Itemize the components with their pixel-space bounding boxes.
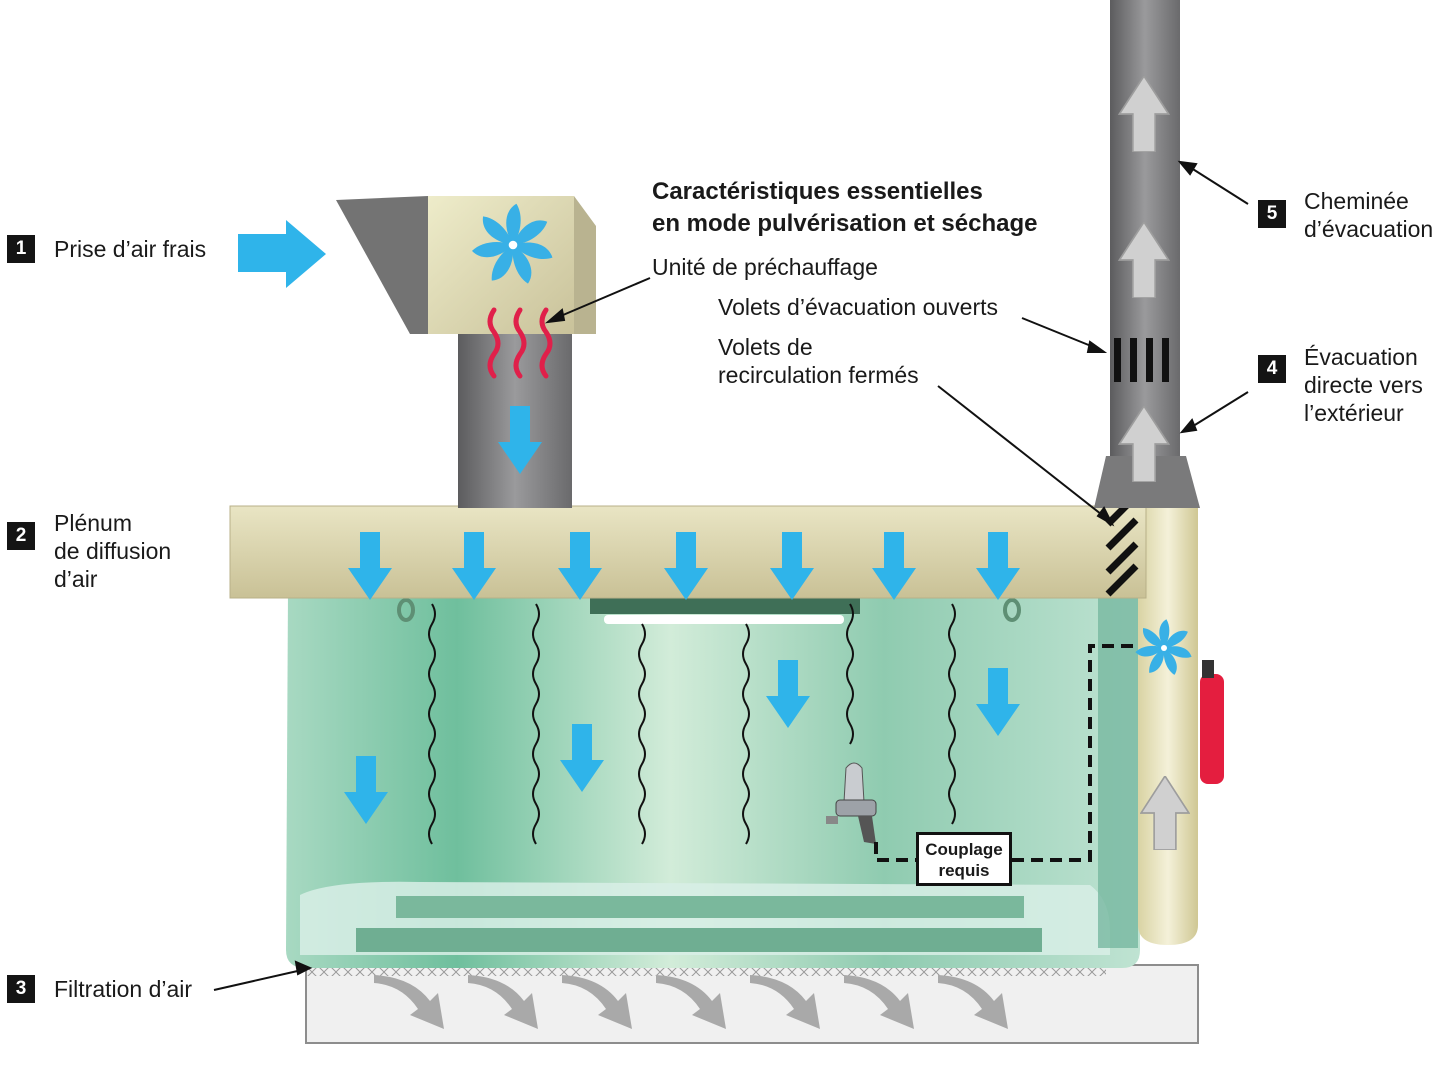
leader-lines (213, 160, 1249, 991)
callout-2-label-3: d’air (54, 566, 98, 592)
callout-2-label-2: de diffusion (54, 538, 172, 564)
couplage-line1: Couplage (925, 840, 1003, 859)
callout-5-badge: 5 (1258, 200, 1286, 228)
hook-right (1003, 598, 1021, 622)
light-tube (604, 615, 844, 624)
callout-5-label-2: d’évacuation (1304, 216, 1434, 242)
fresh-air-arrow (238, 220, 326, 288)
label-volets-evacuation: Volets d’évacuation ouverts (718, 294, 999, 320)
spray-gun (826, 762, 877, 844)
floor-grate-back (396, 896, 1024, 918)
label-volets-recirculation-1: Volets de (718, 334, 813, 360)
coupling-line (874, 644, 1134, 862)
heater-coils (487, 307, 553, 379)
diagram-heading-line2: en mode pulvérisation et séchage (652, 210, 1038, 237)
light-fixture (590, 598, 860, 614)
diagram-heading-line1: Caractéristiques essentielles (652, 178, 983, 205)
floor-grate-front (356, 928, 1042, 952)
return-duct (1138, 508, 1198, 945)
airflow-lines (428, 603, 956, 845)
couplage-line2: requis (938, 861, 990, 880)
callout-2-label-1: Plénum (54, 510, 132, 536)
callout-1-label: Prise d’air frais (54, 236, 207, 262)
callout-4-label-3: l’extérieur (1304, 400, 1404, 426)
booth-side-wall (1098, 598, 1138, 948)
exhaust-dampers (1114, 338, 1169, 382)
couplage-box: Couplage requis (916, 832, 1012, 886)
callout-4-badge: 4 (1258, 355, 1286, 383)
callout-1-badge: 1 (7, 235, 35, 263)
chimney-base (1094, 456, 1200, 508)
callout-4-label-1: Évacuation (1304, 344, 1418, 370)
callout-3-badge: 3 (7, 975, 35, 1003)
callout-2-badge: 2 (7, 522, 35, 550)
callout-5-label-1: Cheminée (1304, 188, 1409, 214)
callout-3-label: Filtration d’air (54, 976, 193, 1002)
callout-4-label-2: directe vers (1304, 372, 1423, 398)
hook-left (397, 598, 415, 622)
intake-hood (336, 196, 428, 334)
label-prechauffage: Unité de préchauffage (652, 254, 878, 280)
label-volets-recirculation-2: recirculation fermés (718, 362, 919, 388)
fire-extinguisher (1200, 674, 1224, 784)
